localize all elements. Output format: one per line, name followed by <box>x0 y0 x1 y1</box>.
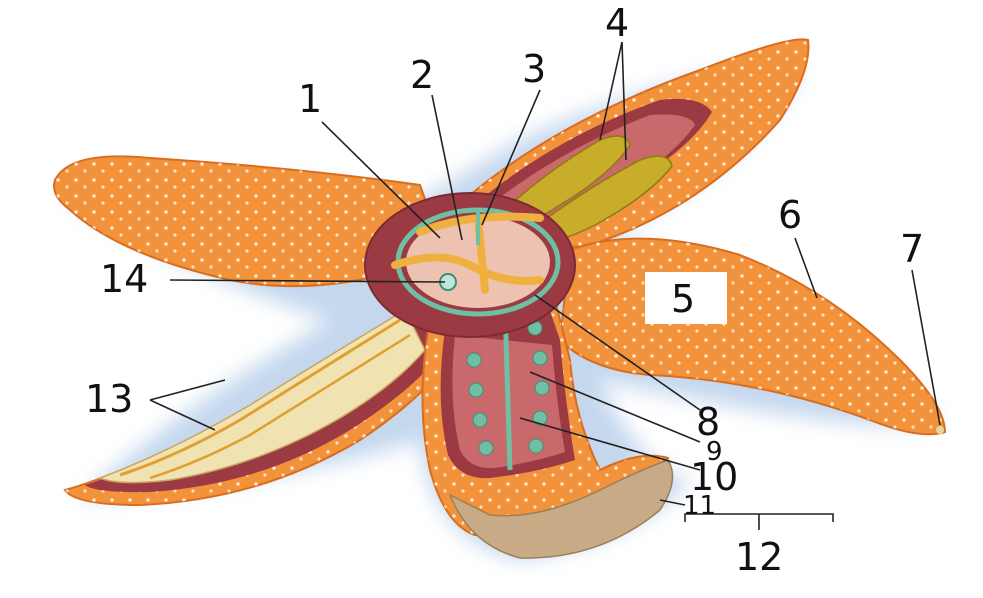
label-14: 14 <box>100 257 148 301</box>
tube-feet <box>448 459 674 559</box>
terminal-tentacle <box>936 426 944 434</box>
label-7: 7 <box>900 227 924 271</box>
label-box-5 <box>645 272 727 324</box>
label-6: 6 <box>778 193 802 237</box>
label-12: 12 <box>735 535 783 579</box>
label-13: 13 <box>85 377 133 421</box>
label-3: 3 <box>522 47 546 91</box>
gonad <box>524 155 673 247</box>
label-2: 2 <box>410 53 434 97</box>
leader-lines <box>149 41 941 530</box>
label-1: 1 <box>298 77 322 121</box>
digestive-caeca <box>97 308 426 484</box>
label-10: 10 <box>690 455 738 499</box>
central-disc <box>364 192 576 338</box>
arm-lower-left <box>63 298 452 507</box>
arm-left-upper <box>53 155 447 288</box>
label-5: 5 <box>671 277 695 321</box>
label-4: 4 <box>605 1 629 45</box>
number-labels: 1 2 3 4 5 6 7 8 9 10 11 12 13 14 <box>85 1 924 579</box>
label-8: 8 <box>696 400 720 444</box>
label-9: 9 <box>706 437 723 467</box>
arm-right <box>558 237 947 436</box>
label-11: 11 <box>683 491 716 521</box>
